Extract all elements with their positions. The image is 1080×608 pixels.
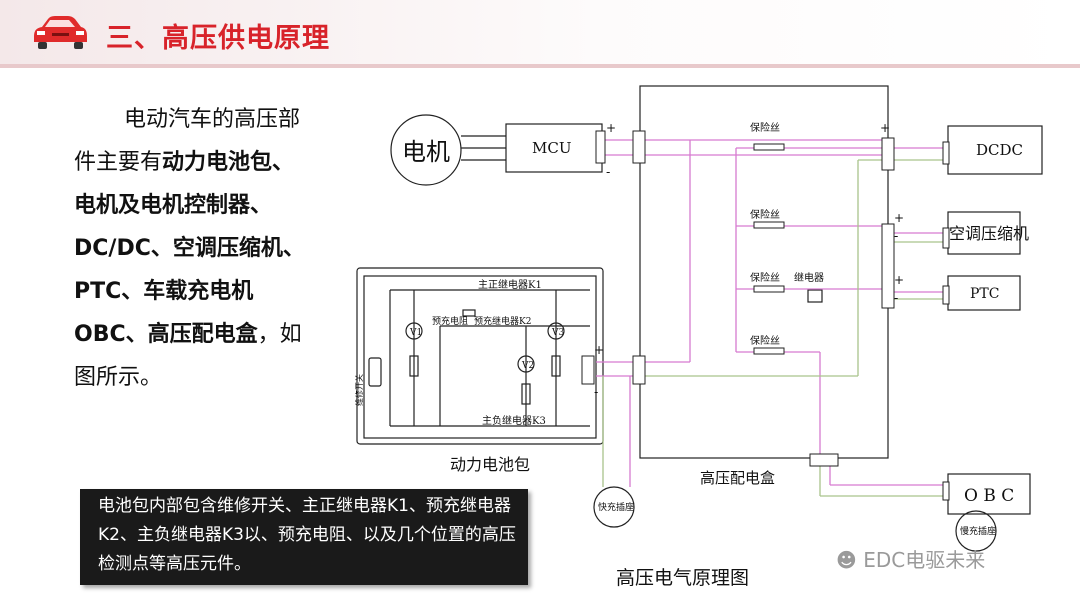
watermark: ☻ EDC电驱未来: [836, 544, 985, 573]
diagram-caption: 高压电气原理图: [616, 567, 750, 589]
battery-connector: [581, 355, 595, 385]
fuse-label-3: 保险丝: [750, 271, 780, 284]
pdu-mcu-connector: [632, 130, 646, 164]
mcu-connector: [595, 130, 606, 164]
ptc-plus: +: [894, 273, 904, 287]
battery-pack-label: 动力电池包: [450, 455, 530, 474]
intro-paragraph: 电动汽车的高压部件主要有动力电池包、电机及电机控制器、DC/DC、空调压缩机、P…: [74, 98, 310, 399]
header-underline: [0, 64, 1080, 68]
intro-text-2: ，如图所示。: [74, 322, 302, 390]
header-banner: [0, 0, 1080, 68]
dcdc-plus: +: [880, 121, 890, 135]
ac-minus: -: [894, 229, 898, 243]
motor-label: 电机: [402, 138, 450, 166]
pdu-dcdc-connector: [881, 137, 895, 171]
mcu-minus: -: [606, 165, 610, 179]
battery-minus: -: [594, 385, 598, 399]
relay-label: 继电器: [794, 271, 824, 284]
pdu-box: [639, 85, 889, 459]
battery-plus: +: [594, 343, 604, 357]
fast-charge-socket: [593, 486, 635, 528]
k2-label: 预充继电器K2: [474, 315, 531, 327]
battery-pack-inner: [363, 275, 597, 439]
ptc-minus: -: [894, 291, 898, 305]
slow-charge-socket: [955, 510, 997, 552]
v1-label: V1: [409, 328, 422, 338]
pdu-load-connector: [881, 223, 895, 309]
ac-compressor-label: 空调压缩机: [949, 224, 1029, 243]
note-box: 电池包内部包含维修开关、主正继电器K1、预充继电器K2、主负继电器K3以、预充电…: [80, 489, 528, 585]
fuse-label-2: 保险丝: [750, 208, 780, 221]
k1-label: 主正继电器K1: [478, 278, 542, 291]
fuse-1: [753, 143, 785, 151]
k3-label: 主负继电器K3: [482, 414, 546, 427]
obc-label: O B C: [964, 486, 1014, 506]
ptc-label: PTC: [970, 286, 999, 302]
fuse-label-4: 保险丝: [750, 334, 780, 347]
dcdc-label: DCDC: [976, 141, 1023, 159]
intro-text-1: 电动汽车的高压部件主要有: [74, 107, 301, 175]
slow-charge-label: 慢充插座: [960, 525, 996, 537]
wechat-icon: ☻: [836, 548, 864, 572]
mcu-label: MCU: [532, 139, 571, 157]
fast-charge-label: 快充插座: [598, 501, 634, 513]
watermark-text: EDC电驱未来: [863, 548, 986, 572]
motor-circle: [390, 114, 462, 186]
note-text: 电池包内部包含维修开关、主正继电器K1、预充继电器K2、主负继电器K3以、预充电…: [98, 496, 516, 574]
fuse-3: [753, 285, 785, 293]
page-title: 三、高压供电原理: [106, 23, 330, 54]
pdu-label: 高压配电盒: [700, 469, 775, 487]
car-icon: [34, 16, 87, 49]
fuse-label-1: 保险丝: [750, 121, 780, 134]
mcu-plus: +: [606, 121, 616, 135]
v3-label: V3: [551, 328, 564, 338]
fuse-2: [753, 221, 785, 229]
v2-label: V2: [521, 361, 534, 371]
pdu-battery-connector: [632, 355, 646, 385]
service-switch-label: 维修开关: [354, 374, 364, 406]
pdu-obc-connector: [809, 453, 839, 467]
battery-pack-outline: [356, 267, 604, 445]
fuse-4: [753, 347, 785, 355]
intro-text-bold: 动力电池包、电机及电机控制器、DC/DC、空调压缩机、PTC、车载充电机OBC、…: [74, 150, 305, 347]
precharge-resistor-label: 预充电阻: [432, 315, 468, 327]
ac-plus: +: [894, 211, 904, 225]
